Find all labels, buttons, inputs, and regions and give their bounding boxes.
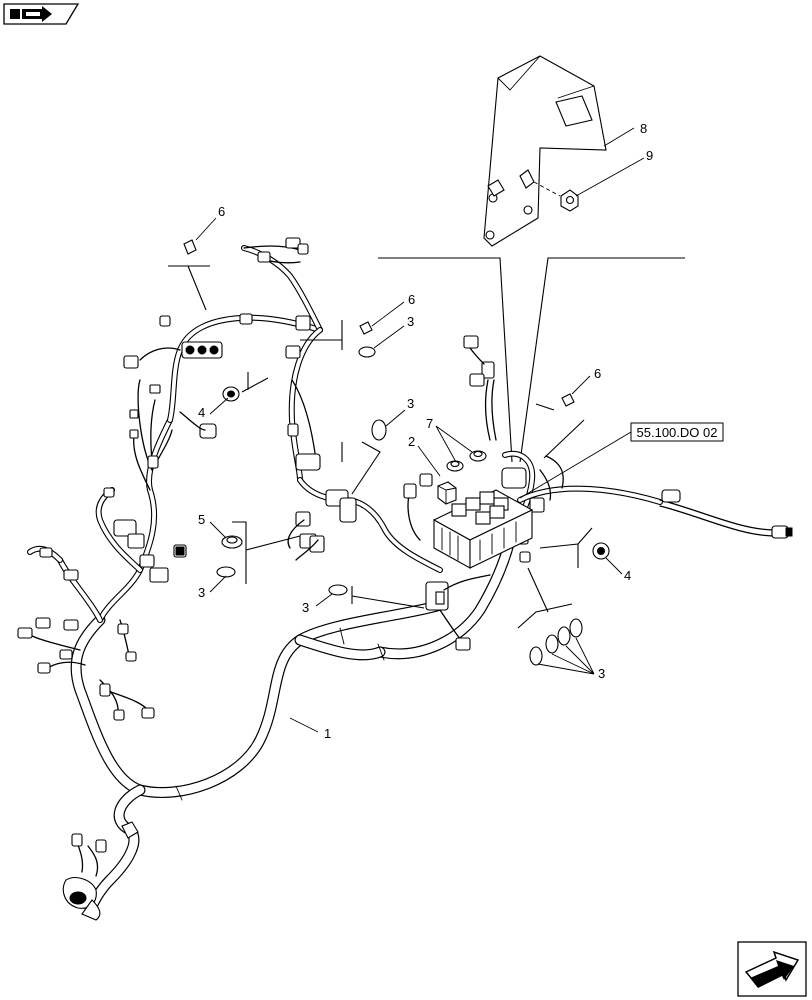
- callout-4b: 4: [624, 568, 631, 583]
- callout-6c: 6: [594, 366, 601, 381]
- callout-7: 7: [426, 416, 433, 431]
- svg-text:55.100.DO 02: 55.100.DO 02: [637, 425, 718, 440]
- callout-1: 1: [324, 726, 331, 741]
- callout-4a: 4: [198, 405, 205, 420]
- callout-3b: 3: [407, 314, 414, 329]
- fuse-relay-box: [403, 473, 534, 569]
- callout-3a: 3: [407, 396, 414, 411]
- callout-leaders: [168, 127, 645, 733]
- grommet-item-5: [221, 535, 243, 549]
- reference-box[interactable]: 55.100.DO 02: [630, 422, 724, 442]
- callout-8: 8: [640, 121, 647, 136]
- callout-3c: 3: [198, 585, 205, 600]
- callout-5: 5: [198, 512, 205, 527]
- callout-3e: 3: [598, 666, 605, 681]
- grommet-item-4-right: [592, 542, 610, 560]
- tie-straps-item-3: [216, 346, 583, 666]
- arrow-badge-icon[interactable]: [3, 3, 80, 25]
- grommet-item-7: [446, 450, 487, 472]
- left-connectors: [17, 313, 253, 721]
- nut: [560, 189, 579, 212]
- mounting-bracket: [483, 55, 607, 247]
- bottom-connector: [62, 821, 139, 921]
- callout-6b: 6: [408, 292, 415, 307]
- fusebox-guide-lines: [378, 257, 685, 463]
- callout-3d: 3: [302, 600, 309, 615]
- callout-2: 2: [408, 434, 415, 449]
- center-connectors: [287, 489, 491, 651]
- callout-9: 9: [646, 148, 653, 163]
- grommet-item-4-left: [222, 386, 240, 402]
- next-page-arrow-icon[interactable]: [737, 941, 807, 997]
- relay-item-2: [437, 481, 457, 505]
- clip-item-6: [183, 239, 575, 407]
- main-harness: [70, 534, 516, 916]
- callout-6a: 6: [218, 204, 225, 219]
- top-branch-cables: [241, 237, 443, 573]
- callout-labels: 1 2 3 3 3 3 3 4 4 5 6 6 6 7 8 9: [198, 121, 653, 741]
